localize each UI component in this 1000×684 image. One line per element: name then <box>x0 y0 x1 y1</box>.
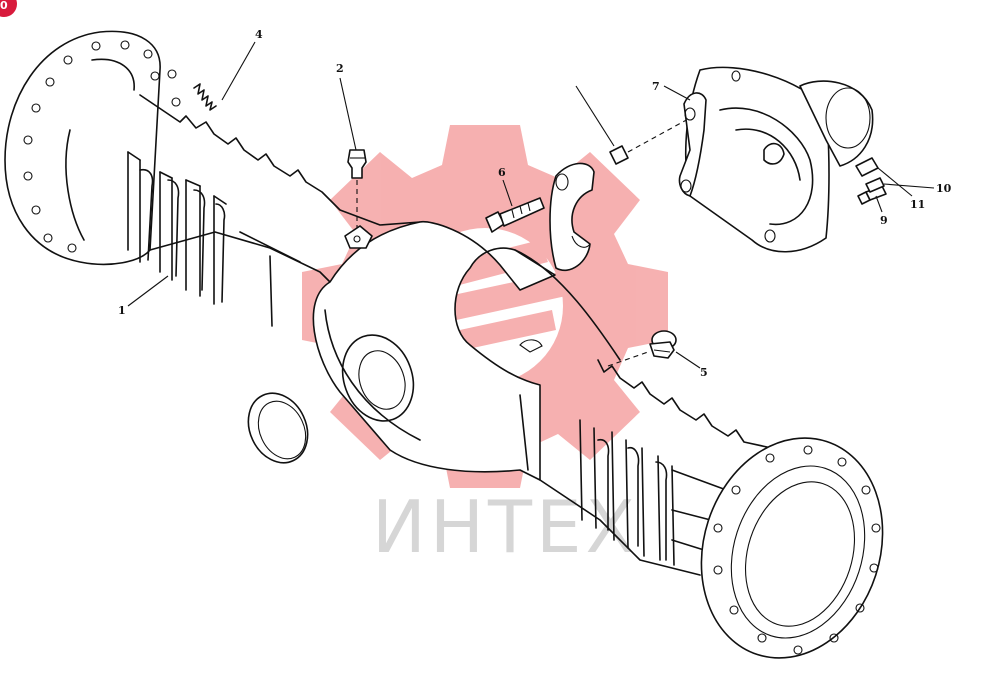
corner-badge[interactable]: 0 <box>0 0 17 17</box>
callout-5[interactable]: 5 <box>700 366 708 379</box>
cover-disc <box>247 392 309 464</box>
callout-1[interactable]: 1 <box>118 304 126 317</box>
part-2-plug <box>339 77 367 228</box>
dowel-pin <box>575 85 691 165</box>
left-ribs <box>127 151 227 305</box>
part-7-carrier <box>663 66 874 253</box>
watermark-text: ИНТЕХ <box>372 485 639 569</box>
part-11-washer <box>865 177 935 193</box>
callout-2[interactable]: 2 <box>336 62 344 75</box>
bearing-cap <box>549 162 595 271</box>
callout-9[interactable]: 9 <box>880 214 888 227</box>
svg-text:0: 0 <box>0 0 8 12</box>
callout-11[interactable]: 11 <box>910 198 925 211</box>
left-flange <box>4 30 181 266</box>
callout-4[interactable]: 4 <box>255 28 263 41</box>
callout-10[interactable]: 10 <box>936 182 952 195</box>
right-flange <box>700 437 884 659</box>
part-6-bolt <box>485 179 545 233</box>
part-10-dowel <box>855 157 913 197</box>
callout-7[interactable]: 7 <box>652 80 660 93</box>
part-1-leader <box>127 275 169 307</box>
part-5-plug <box>607 330 701 369</box>
callout-6[interactable]: 6 <box>498 166 506 179</box>
axle-housing <box>139 94 791 576</box>
part-4-spring <box>193 41 256 111</box>
